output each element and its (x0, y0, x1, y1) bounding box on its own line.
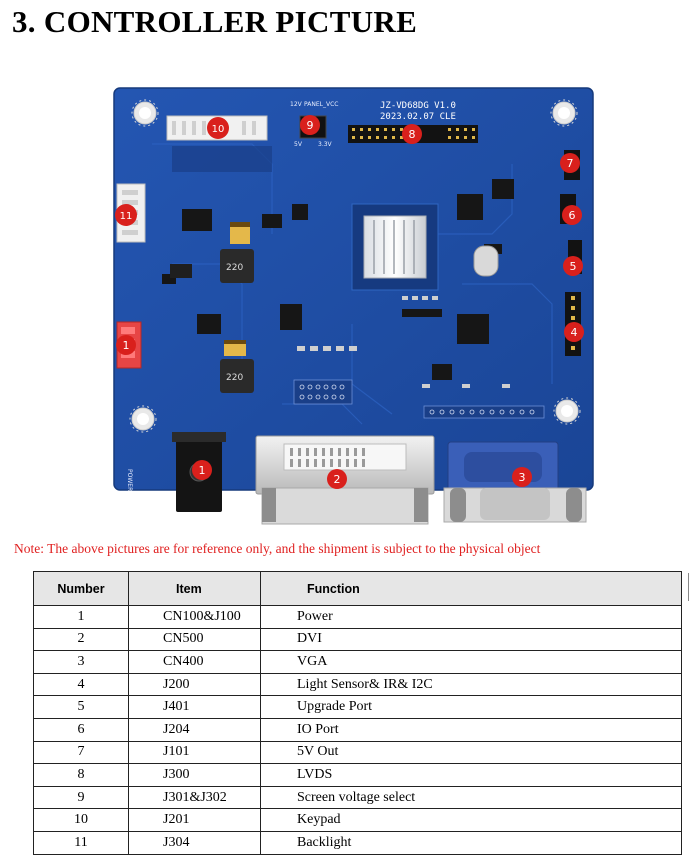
cell-number: 5 (33, 695, 129, 719)
cell-number: 6 (33, 717, 129, 742)
svg-text:3: 3 (519, 471, 526, 484)
cell-function: VGA (260, 650, 682, 674)
marker-2-dvi: 2 (327, 469, 347, 489)
marker-4-j200: 4 (564, 322, 584, 342)
marker-5-j401: 5 (563, 256, 583, 276)
cell-function: LVDS (260, 763, 682, 787)
svg-text:220: 220 (226, 373, 243, 383)
cell-function: Light Sensor& IR& I2C (260, 672, 682, 697)
cell-number: 10 (33, 808, 129, 832)
svg-text:8: 8 (409, 128, 416, 141)
svg-text:6: 6 (569, 209, 576, 222)
page-edge-line (688, 573, 689, 601)
svg-text:2: 2 (334, 473, 341, 486)
cell-function: Keypad (260, 808, 682, 832)
cell-number: 3 (33, 650, 129, 674)
cell-function: 5V Out (260, 740, 682, 765)
controller-board-photo: 12V PANEL_VCC 5V 3.3V JZ-VD68DG V1.0 202… (112, 84, 597, 530)
cell-function: Power (260, 605, 682, 629)
svg-text:POWER: POWER (126, 469, 133, 491)
cell-function: Screen voltage select (260, 785, 682, 810)
cell-item: J401 (128, 695, 261, 719)
cell-item: J204 (128, 717, 261, 742)
cell-item: J200 (128, 672, 261, 697)
svg-text:1: 1 (199, 464, 206, 477)
cell-item: J201 (128, 808, 261, 832)
cell-number: 1 (33, 605, 129, 629)
reference-note: Note: The above pictures are for referen… (14, 541, 541, 556)
cell-item: J300 (128, 763, 261, 787)
svg-text:3.3V: 3.3V (318, 141, 333, 148)
cell-number: 4 (33, 672, 129, 697)
header-item: Item (128, 571, 261, 606)
cell-number: 11 (33, 830, 129, 855)
svg-text:12V: 12V (290, 101, 303, 108)
board-model-text: JZ-VD68DG V1.0 (380, 101, 456, 111)
header-function: Function (260, 571, 682, 606)
cell-number: 2 (33, 627, 129, 652)
svg-text:220: 220 (226, 263, 243, 273)
marker-6-j204: 6 (562, 205, 582, 225)
marker-7-j101: 7 (560, 153, 580, 173)
marker-9-j301-j302: 9 (300, 115, 320, 135)
cell-function: IO Port (260, 717, 682, 742)
cell-item: J101 (128, 740, 261, 765)
svg-text:1: 1 (123, 339, 130, 352)
cell-number: 8 (33, 763, 129, 787)
marker-8-j300: 8 (402, 124, 422, 144)
svg-text:4: 4 (571, 326, 578, 339)
cell-item: CN400 (128, 650, 261, 674)
cell-function: DVI (260, 627, 682, 652)
section-title: 3. CONTROLLER PICTURE (12, 4, 418, 39)
marker-11-j304: 11 (115, 204, 137, 226)
svg-text:2023.02.07 CLE: 2023.02.07 CLE (380, 112, 456, 122)
cell-item: J304 (128, 830, 261, 855)
svg-text:5V: 5V (294, 141, 303, 148)
cell-function: Upgrade Port (260, 695, 682, 719)
mounting-holes (129, 99, 581, 433)
marker-10-j201: 10 (207, 117, 229, 139)
cell-item: J301&J302 (128, 785, 261, 810)
cell-number: 9 (33, 785, 129, 810)
cell-item: CN500 (128, 627, 261, 652)
marker-3-vga: 3 (512, 467, 532, 487)
table-header-row: Number Item Function (33, 571, 682, 606)
cell-item: CN100&J100 (128, 605, 261, 629)
svg-text:9: 9 (307, 119, 314, 132)
marker-1-dc-jack: 1 (192, 460, 212, 480)
svg-text:PANEL_VCC: PANEL_VCC (304, 101, 338, 108)
header-number: Number (33, 571, 129, 606)
svg-text:7: 7 (567, 157, 574, 170)
svg-text:11: 11 (120, 211, 133, 222)
marker-1-power-connector: 1 (116, 335, 136, 355)
cell-function: Backlight (260, 830, 682, 855)
svg-text:5: 5 (570, 260, 577, 273)
svg-text:10: 10 (212, 124, 225, 135)
cell-number: 7 (33, 740, 129, 765)
